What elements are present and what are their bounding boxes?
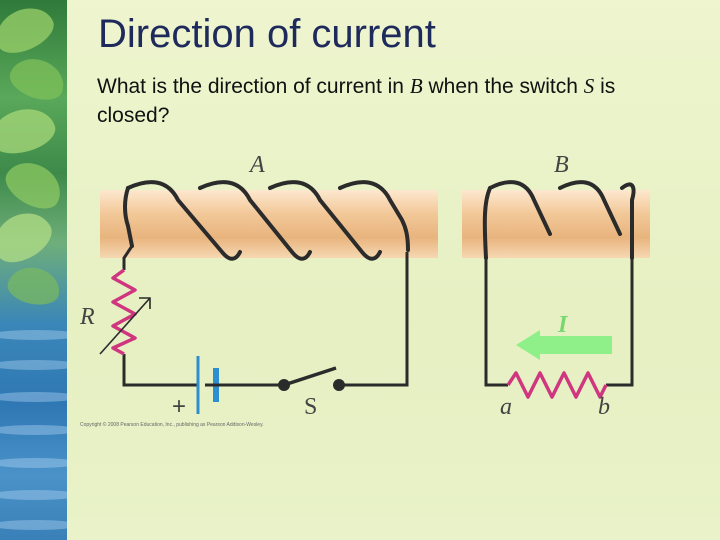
copyright-notice: Copyright © 2008 Pearson Education, Inc.… xyxy=(80,422,264,428)
slide-title: Direction of current xyxy=(98,12,436,56)
battery-plus-label: + xyxy=(172,393,186,420)
coil-b-label: B xyxy=(554,152,569,178)
variable-resistor-arrow xyxy=(99,297,151,355)
switch-lever xyxy=(283,366,337,387)
circuit-b-wires xyxy=(484,258,634,387)
resistor-ab xyxy=(506,371,608,399)
question-variable-b: B xyxy=(409,74,423,98)
question-text: What is the direction of current in B wh… xyxy=(97,72,687,130)
circuit-a-wires xyxy=(122,245,409,387)
current-arrow xyxy=(516,330,612,360)
question-variable-s: S xyxy=(583,74,595,98)
coil-b-winding xyxy=(482,180,636,260)
coil-a-label: A xyxy=(248,152,265,178)
switch-contact-right xyxy=(333,379,345,391)
terminal-a-label: a xyxy=(500,394,512,420)
current-label: I xyxy=(557,312,569,338)
question-part-3: is closed? xyxy=(97,75,616,127)
resistor-r-label: R xyxy=(79,304,95,330)
coil-b-core xyxy=(462,190,650,258)
variable-resistor-r xyxy=(111,268,137,356)
coil-a-winding xyxy=(123,180,410,261)
terminal-b-label: b xyxy=(598,394,610,420)
question-part-1: What is the direction of current in xyxy=(97,75,410,98)
decorative-side-panel xyxy=(0,0,67,540)
switch-s-label: S xyxy=(304,394,317,420)
question-part-2: when the switch xyxy=(422,75,584,98)
